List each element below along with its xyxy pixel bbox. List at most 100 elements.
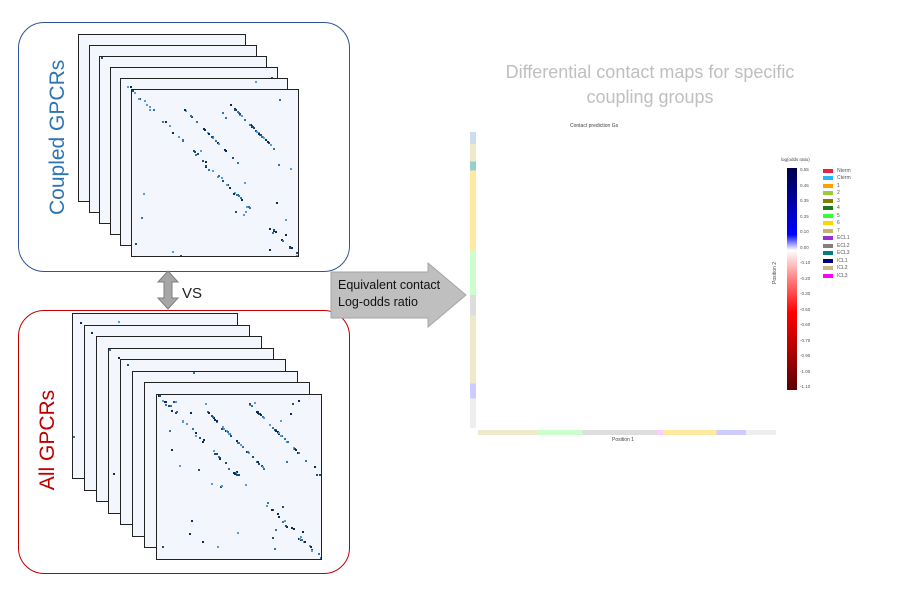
contact-point [271, 232, 274, 235]
legend-label: Cterm [837, 175, 851, 182]
legend-label: 5 [837, 212, 840, 219]
contact-point [73, 435, 76, 438]
legend-label: ECL3 [837, 250, 850, 257]
contact-point [169, 405, 172, 408]
contact-point [303, 541, 306, 544]
coupled-gpcrs-title: Coupled GPCRs [46, 59, 69, 215]
colorbar-tick: -0.30 [800, 291, 811, 296]
contact-point [246, 451, 249, 454]
contact-point [185, 422, 188, 425]
colorbar-tick: 0.25 [800, 213, 809, 219]
contact-point [202, 159, 205, 162]
contact-point [283, 438, 286, 441]
legend-label: 1 [837, 182, 840, 189]
contact-point [229, 104, 232, 107]
contact-point [235, 471, 238, 474]
legend-swatch [823, 258, 833, 263]
contact-point [314, 466, 317, 469]
colorbar-tick: 0.10 [800, 229, 809, 234]
contact-point [218, 143, 221, 145]
contact-point [195, 434, 198, 437]
contact-point [217, 546, 220, 549]
contact-point [161, 120, 164, 123]
contact-point [241, 198, 244, 201]
legend-item: ICL2 [823, 265, 851, 273]
contact-point [289, 246, 292, 249]
contact-point [272, 509, 275, 512]
contact-point [293, 448, 296, 451]
contact-point [275, 529, 278, 532]
contact-point [178, 464, 181, 467]
legend-item: ECL3 [823, 250, 851, 258]
contact-point [180, 254, 183, 256]
contact-point [244, 211, 247, 214]
contact-point [214, 139, 217, 142]
contact-point [232, 156, 234, 159]
legend-item: 4 [823, 205, 851, 213]
contact-point [175, 410, 178, 413]
contact-point [292, 402, 295, 405]
colorbar-tick: 0.45 [800, 182, 809, 188]
contact-point [273, 147, 276, 150]
contact-point [159, 395, 162, 398]
contact-point [220, 176, 223, 179]
contact-point [269, 144, 272, 147]
contact-point [305, 460, 308, 463]
contact-point [244, 483, 247, 486]
legend-swatch [823, 168, 833, 173]
contact-point [237, 194, 240, 197]
contact-point [91, 331, 94, 334]
contact-point [254, 402, 257, 405]
contact-point [193, 371, 196, 374]
contact-point [242, 446, 245, 449]
legend-item: Cterm [823, 175, 851, 183]
contact-point [218, 175, 221, 178]
contact-point [311, 549, 314, 552]
all-gpcrs-box [18, 310, 350, 574]
legend-item: 1 [823, 182, 851, 190]
legend-label: 6 [837, 220, 840, 227]
contact-point [257, 411, 260, 414]
contact-point [249, 123, 252, 126]
contact-point [225, 462, 228, 465]
contact-point [171, 449, 174, 452]
x-axis-label: Position 1 [612, 437, 634, 443]
legend-label: 4 [837, 205, 840, 212]
contact-point [161, 400, 164, 403]
contact-point [206, 131, 209, 134]
contact-point [238, 194, 241, 197]
contact-point [117, 320, 120, 323]
contact-point [208, 133, 211, 136]
contact-point [195, 431, 198, 434]
contact-point [291, 247, 294, 250]
contact-point [148, 105, 151, 108]
legend-label: Nterm [837, 167, 851, 174]
contact-point [143, 99, 146, 102]
legend-label: 2 [837, 190, 840, 197]
contact-point [239, 197, 242, 200]
colorbar-tick: 0.35 [800, 198, 809, 203]
contact-point [148, 109, 151, 112]
contact-point [216, 141, 219, 144]
contact-point [272, 426, 275, 429]
contact-point [191, 115, 194, 118]
contact-point [139, 98, 142, 101]
contact-point [277, 432, 280, 435]
contact-point [130, 86, 133, 89]
contact-point [284, 233, 287, 236]
contact-point [243, 213, 246, 216]
contact-point [240, 115, 243, 118]
contact-point [270, 509, 273, 512]
contact-point [232, 193, 235, 196]
contact-point [214, 418, 217, 421]
contact-point [224, 149, 227, 152]
contact-point [290, 167, 293, 170]
contact-point [126, 363, 129, 366]
contact-point [262, 137, 265, 140]
contact-point [200, 150, 203, 153]
contact-point [131, 90, 134, 92]
contact-point [286, 441, 289, 443]
colorbar-tick: -0.75 [800, 337, 811, 343]
contact-point [100, 57, 103, 60]
